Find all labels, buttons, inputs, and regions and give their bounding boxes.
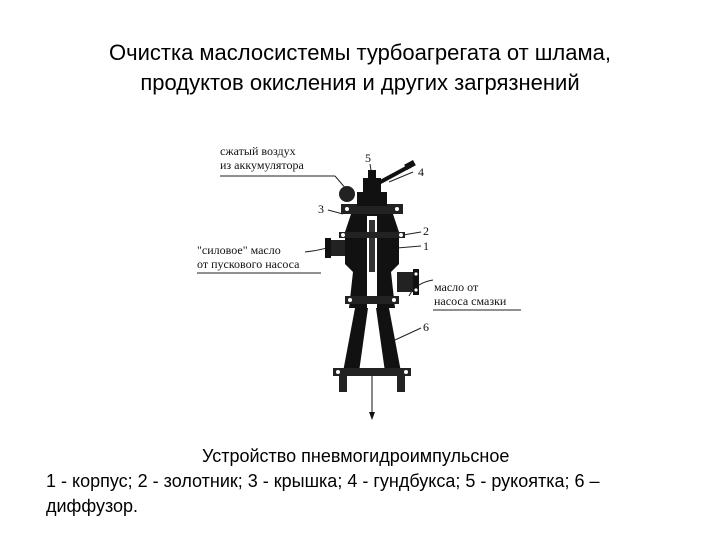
stem-top (368, 170, 376, 180)
part-6-leader (394, 327, 422, 341)
device-drawing: сжатый воздух из аккумулятора "силовое" … (185, 140, 535, 430)
power-oil-inlet (331, 240, 345, 256)
power-oil-callout-line-1: "силовое" масло (197, 243, 281, 257)
cover-flange (341, 204, 403, 214)
cover (357, 192, 387, 206)
part-number-3: 3 (318, 202, 324, 216)
part-3-leader (327, 209, 344, 215)
caption-heading: Устройство пневмогидроимпульсное (202, 446, 510, 466)
caption-legend: 1 - корпус; 2 - золотник; 3 - крышка; 4 … (46, 471, 600, 516)
spool (369, 220, 375, 272)
air-callout-line-1: сжатый воздух (220, 144, 296, 158)
slide-title-line-1: Очистка маслосистемы турбоагрегата от шл… (109, 40, 611, 65)
diffuser-bore (359, 308, 385, 372)
part-number-1: 1 (423, 239, 429, 253)
body-flange-upper (339, 232, 405, 238)
slide-title-line-2: продуктов окисления и других загрязнений (140, 70, 580, 95)
part-number-4: 4 (418, 165, 424, 179)
part-1-leader (396, 245, 422, 249)
gland-bush (363, 178, 381, 192)
part-number-6: 6 (423, 320, 429, 334)
outlet-flange (333, 368, 411, 376)
lube-oil-callout: масло от насоса смазки (434, 280, 506, 308)
body-flange-lower (345, 296, 399, 304)
lube-oil-callout-line-2: насоса смазки (434, 294, 507, 308)
handle-knob (404, 160, 416, 170)
power-oil-callout-line-2: от пускового насоса (197, 257, 300, 271)
part-4-leader (388, 171, 414, 183)
figure-caption: Устройство пневмогидроимпульсное 1 - кор… (46, 444, 686, 519)
lube-oil-callout-line-1: масло от (434, 280, 479, 294)
slide-title: Очистка маслосистемы турбоагрегата от шл… (0, 38, 720, 98)
lube-oil-inlet (397, 272, 413, 292)
part-number-5: 5 (365, 151, 371, 165)
device-drawing-svg (197, 160, 521, 420)
air-callout-line-2: из аккумулятора (220, 158, 304, 172)
air-callout: сжатый воздух из аккумулятора (220, 144, 304, 172)
part-number-2: 2 (423, 224, 429, 238)
air-inlet-valve (339, 186, 355, 202)
power-oil-callout: "силовое" масло от пускового насоса (197, 243, 299, 271)
